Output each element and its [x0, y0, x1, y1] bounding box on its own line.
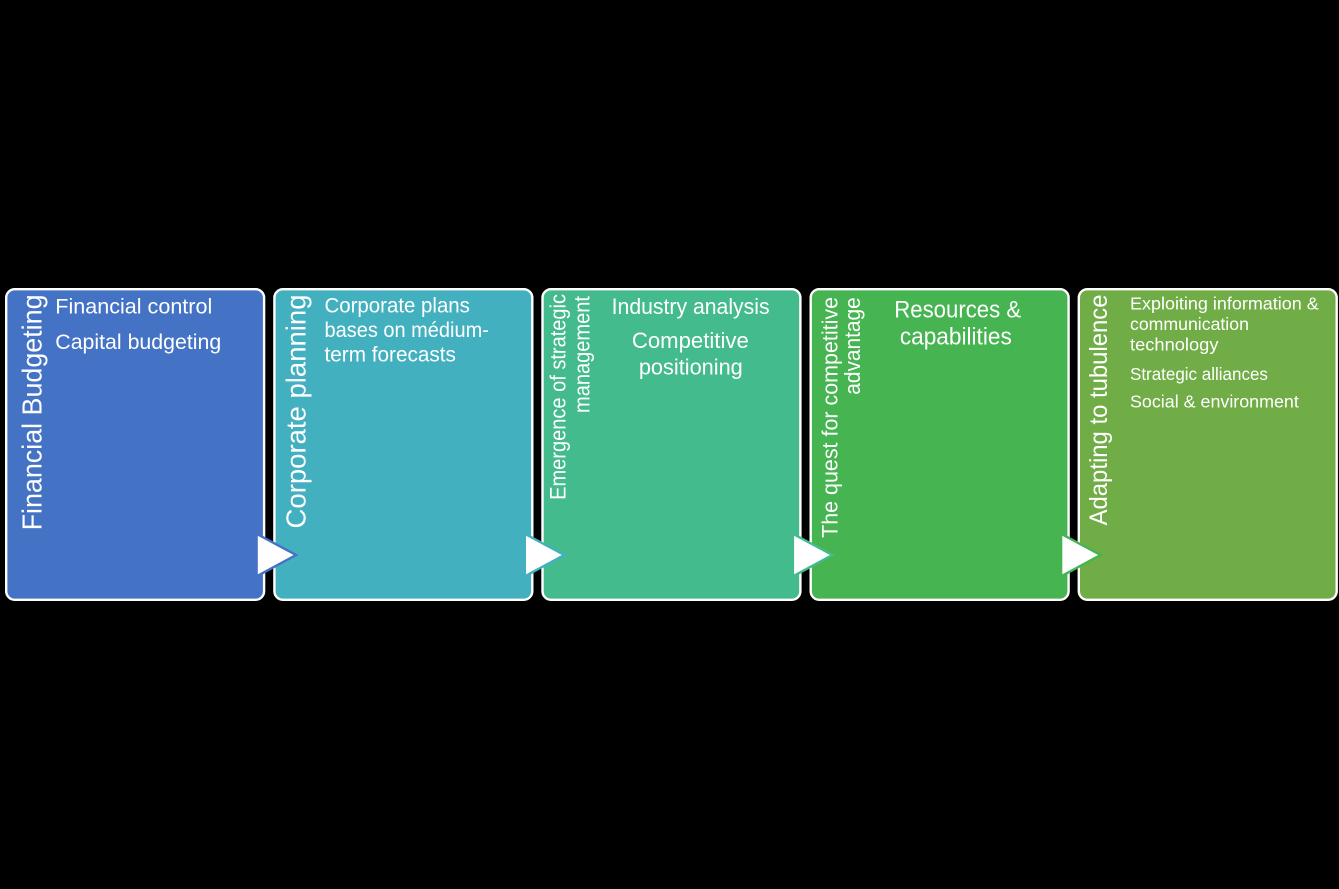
svg-text:Competitive: Competitive — [632, 328, 749, 353]
svg-text:Strategic alliances: Strategic alliances — [1130, 364, 1268, 384]
svg-text:Financial Budgeting: Financial Budgeting — [16, 295, 47, 531]
svg-text:Adapting to tubulence: Adapting to tubulence — [1085, 295, 1113, 526]
svg-text:Corporate plans: Corporate plans — [325, 294, 470, 317]
svg-text:management: management — [571, 296, 595, 413]
svg-text:Capital budgeting: Capital budgeting — [55, 330, 221, 354]
svg-text:communication: communication — [1130, 314, 1249, 334]
svg-text:Financial control: Financial control — [55, 295, 212, 319]
svg-text:term forecasts: term forecasts — [325, 343, 456, 366]
svg-text:Corporate planning: Corporate planning — [281, 295, 312, 529]
svg-text:positioning: positioning — [639, 354, 743, 379]
svg-text:advantage: advantage — [840, 297, 865, 394]
svg-text:The quest for competitive: The quest for competitive — [817, 297, 842, 538]
svg-text:capabilities: capabilities — [900, 323, 1012, 350]
svg-text:technology: technology — [1130, 335, 1219, 354]
svg-text:bases on médium-: bases on médium- — [325, 318, 489, 342]
svg-text:Industry analysis: Industry analysis — [612, 293, 770, 318]
svg-text:Resources &: Resources & — [894, 296, 1021, 323]
svg-text:Social & environment: Social & environment — [1130, 392, 1299, 412]
svg-text:Exploiting information &: Exploiting information & — [1130, 294, 1319, 314]
svg-text:Emergence of strategic: Emergence of strategic — [547, 294, 571, 500]
